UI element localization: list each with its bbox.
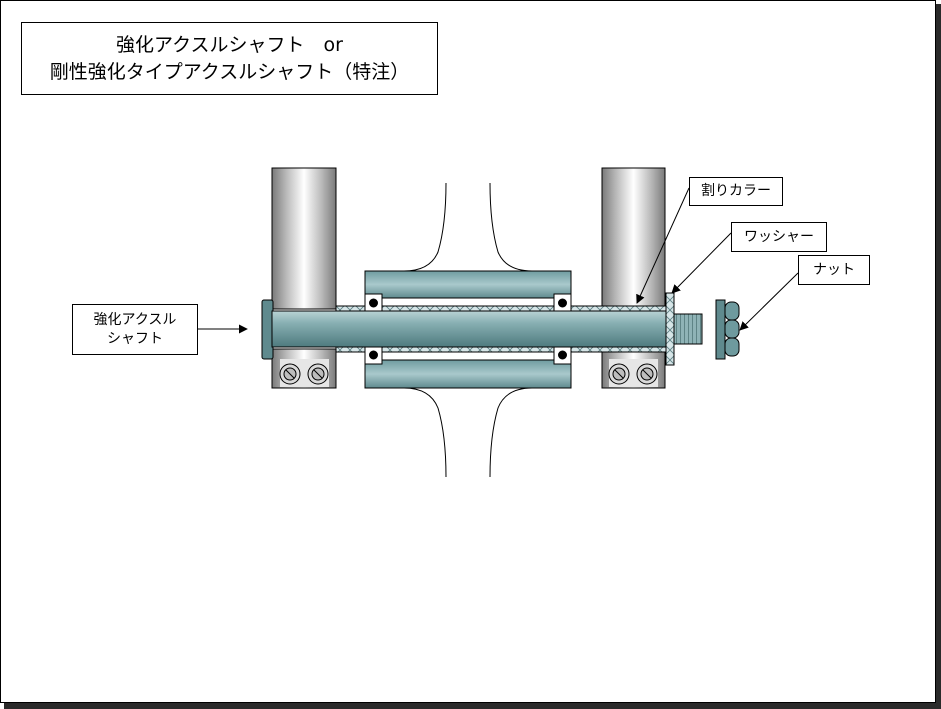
axle-shaft-label: 強化アクスル シャフト [72,304,198,355]
bearing-right-top [553,293,572,313]
washer-label-text: ワッシャー [744,228,814,245]
washer-label: ワッシャー [731,222,827,252]
axle-shaft [261,299,703,360]
title-line-1: 強化アクスルシャフト or [116,33,343,56]
left-frame [271,167,337,389]
split-collar-label: 割りカラー [689,177,783,206]
right-frame-bolt-1 [608,363,630,385]
title-box: 強化アクスルシャフト or 剛性強化タイプアクスルシャフト（特注） [21,22,438,95]
arrow-nut [739,272,799,331]
washer [665,292,675,366]
slide-shadow-right [936,4,941,709]
nut-label-text: ナット [813,261,855,278]
nut [715,299,740,360]
tire-outline-top-left [403,182,447,272]
bearing-left-bottom [364,345,383,365]
axle-shaft-label-line-1: 強化アクスル [93,311,177,328]
right-frame-bolt-2 [636,363,658,385]
title-line-2: 剛性強化タイプアクスルシャフト（特注） [49,60,410,83]
bearing-left-top [364,293,383,313]
arrow-split-collar [636,187,690,304]
slide-shadow-bottom [4,703,941,709]
arrow-washer [671,232,732,294]
right-frame [601,167,666,389]
left-frame-bolt-2 [307,363,329,385]
split-collar-label-text: 割りカラー [701,183,771,199]
axle-shaft-label-line-2: シャフト [107,330,163,347]
left-frame-bolt-1 [279,363,301,385]
tire-outline-top-right [489,182,533,272]
nut-label: ナット [798,255,870,285]
tire-outline-bottom-left [403,387,447,478]
bearing-right-bottom [553,345,572,365]
wheel-hub [364,270,572,389]
tire-outline-bottom-right [489,387,533,478]
